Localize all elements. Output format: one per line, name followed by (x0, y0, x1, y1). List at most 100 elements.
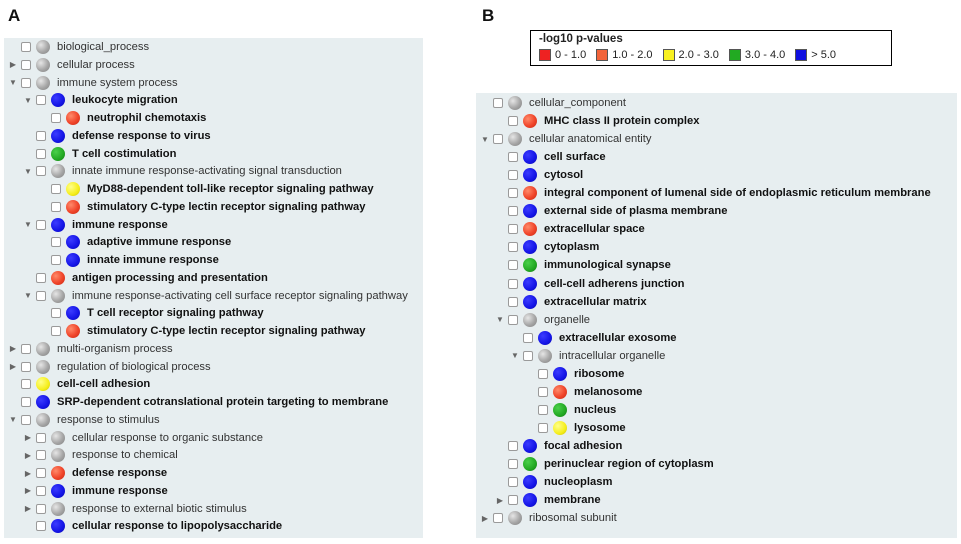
node-checkbox[interactable] (51, 201, 61, 212)
node-checkbox[interactable] (36, 166, 46, 177)
tree-node[interactable]: T cell receptor signaling pathway (38, 304, 264, 322)
expand-arrow-icon[interactable]: ▼ (496, 315, 504, 325)
tree-node[interactable]: ▼response to stimulus (8, 411, 160, 429)
tree-node[interactable]: focal adhesion (495, 437, 622, 455)
node-checkbox[interactable] (36, 450, 46, 461)
node-checkbox[interactable] (21, 397, 31, 407)
tree-node[interactable]: ▶cellular process (8, 56, 135, 74)
tree-node[interactable]: extracellular matrix (495, 293, 647, 311)
node-checkbox[interactable] (21, 361, 31, 372)
tree-node[interactable]: ▼intracellular organelle (510, 347, 665, 365)
node-checkbox[interactable] (538, 422, 548, 433)
tree-node[interactable]: nucleoplasm (495, 473, 612, 491)
expand-arrow-icon[interactable]: ▼ (481, 134, 489, 144)
tree-node[interactable]: ▶defense response (23, 464, 167, 482)
tree-node[interactable]: cell-cell adherens junction (495, 275, 685, 293)
node-checkbox[interactable] (21, 343, 31, 354)
expand-arrow-icon[interactable]: ▼ (9, 78, 17, 87)
tree-node[interactable]: ▼immune response-activating cell surface… (23, 287, 408, 305)
node-checkbox[interactable] (51, 184, 61, 194)
collapse-arrow-icon[interactable]: ▶ (24, 504, 32, 513)
node-checkbox[interactable] (51, 255, 61, 265)
collapse-arrow-icon[interactable]: ▶ (496, 495, 504, 505)
tree-node[interactable]: cellular response to lipopolysaccharide (23, 517, 282, 535)
node-checkbox[interactable] (21, 42, 31, 52)
node-checkbox[interactable] (523, 350, 533, 361)
tree-node[interactable]: ▶regulation of biological process (8, 358, 211, 376)
node-checkbox[interactable] (36, 219, 46, 230)
collapse-arrow-icon[interactable]: ▶ (9, 60, 17, 70)
tree-node[interactable]: ▶multi-organism process (8, 340, 173, 358)
tree-node[interactable]: external side of plasma membrane (495, 202, 727, 220)
tree-node[interactable]: ribosome (525, 365, 624, 383)
tree-node[interactable]: ▶response to external biotic stimulus (23, 500, 247, 518)
node-checkbox[interactable] (36, 272, 46, 283)
node-checkbox[interactable] (493, 98, 503, 108)
node-checkbox[interactable] (508, 440, 518, 451)
tree-node[interactable]: extracellular space (495, 220, 645, 238)
tree-node[interactable]: cell surface (495, 148, 606, 166)
node-checkbox[interactable] (508, 206, 518, 217)
node-checkbox[interactable] (36, 521, 46, 532)
node-checkbox[interactable] (508, 224, 518, 235)
tree-node[interactable]: cellular_component (480, 94, 626, 112)
node-checkbox[interactable] (21, 59, 31, 70)
node-checkbox[interactable] (538, 368, 548, 379)
expand-arrow-icon[interactable]: ▼ (24, 166, 32, 176)
node-checkbox[interactable] (508, 495, 518, 506)
node-checkbox[interactable] (36, 95, 46, 106)
node-checkbox[interactable] (538, 404, 548, 415)
node-checkbox[interactable] (51, 113, 61, 123)
tree-node[interactable]: defense response to virus (23, 127, 211, 145)
node-checkbox[interactable] (51, 308, 61, 319)
tree-node[interactable]: stimulatory C-type lectin receptor signa… (38, 198, 366, 216)
collapse-arrow-icon[interactable]: ▶ (24, 486, 32, 496)
expand-arrow-icon[interactable]: ▼ (24, 291, 32, 300)
node-checkbox[interactable] (508, 459, 518, 469)
tree-node[interactable]: perinuclear region of cytoplasm (495, 455, 714, 473)
tree-node[interactable]: ▶immune response (23, 482, 168, 500)
tree-node[interactable]: innate immune response (38, 251, 219, 269)
tree-node[interactable]: cytosol (495, 166, 583, 184)
tree-node[interactable]: stimulatory C-type lectin receptor signa… (38, 322, 366, 340)
tree-node[interactable]: immunological synapse (495, 256, 671, 274)
tree-node[interactable]: ▶cellular response to organic substance (23, 429, 263, 447)
node-checkbox[interactable] (523, 332, 533, 343)
node-checkbox[interactable] (36, 485, 46, 496)
tree-node[interactable]: ▶response to chemical (23, 446, 178, 464)
tree-node[interactable]: extracellular exosome (510, 329, 677, 347)
expand-arrow-icon[interactable]: ▼ (9, 415, 17, 425)
tree-node[interactable]: ▶membrane (495, 491, 601, 509)
tree-node[interactable]: SRP-dependent cotranslational protein ta… (8, 393, 388, 411)
tree-node[interactable]: integral component of lumenal side of en… (495, 184, 931, 202)
node-checkbox[interactable] (508, 477, 518, 488)
tree-node[interactable]: ▼cellular anatomical entity (480, 130, 652, 148)
node-checkbox[interactable] (51, 326, 61, 336)
expand-arrow-icon[interactable]: ▼ (511, 351, 519, 361)
node-checkbox[interactable] (36, 468, 46, 478)
tree-node[interactable]: lysosome (525, 419, 626, 437)
tree-node[interactable]: T cell costimulation (23, 145, 176, 163)
node-checkbox[interactable] (508, 260, 518, 271)
node-checkbox[interactable] (508, 242, 518, 253)
tree-node[interactable]: ▼innate immune response-activating signa… (23, 162, 342, 180)
node-checkbox[interactable] (21, 414, 31, 425)
node-checkbox[interactable] (508, 296, 518, 307)
collapse-arrow-icon[interactable]: ▶ (481, 513, 489, 523)
expand-arrow-icon[interactable]: ▼ (24, 220, 32, 229)
node-checkbox[interactable] (36, 130, 46, 141)
collapse-arrow-icon[interactable]: ▶ (24, 433, 32, 442)
collapse-arrow-icon[interactable]: ▶ (9, 362, 17, 371)
tree-node[interactable]: MHC class II protein complex (495, 112, 699, 130)
node-checkbox[interactable] (508, 314, 518, 325)
collapse-arrow-icon[interactable]: ▶ (9, 344, 17, 354)
node-checkbox[interactable] (538, 386, 548, 397)
tree-node[interactable]: ▶ribosomal subunit (480, 509, 617, 527)
node-checkbox[interactable] (21, 379, 31, 390)
collapse-arrow-icon[interactable]: ▶ (24, 468, 32, 478)
expand-arrow-icon[interactable]: ▼ (24, 95, 32, 105)
tree-node[interactable]: biological_process (8, 38, 149, 56)
node-checkbox[interactable] (51, 237, 61, 248)
tree-node[interactable]: ▼immune system process (8, 74, 178, 92)
tree-node[interactable]: adaptive immune response (38, 233, 231, 251)
